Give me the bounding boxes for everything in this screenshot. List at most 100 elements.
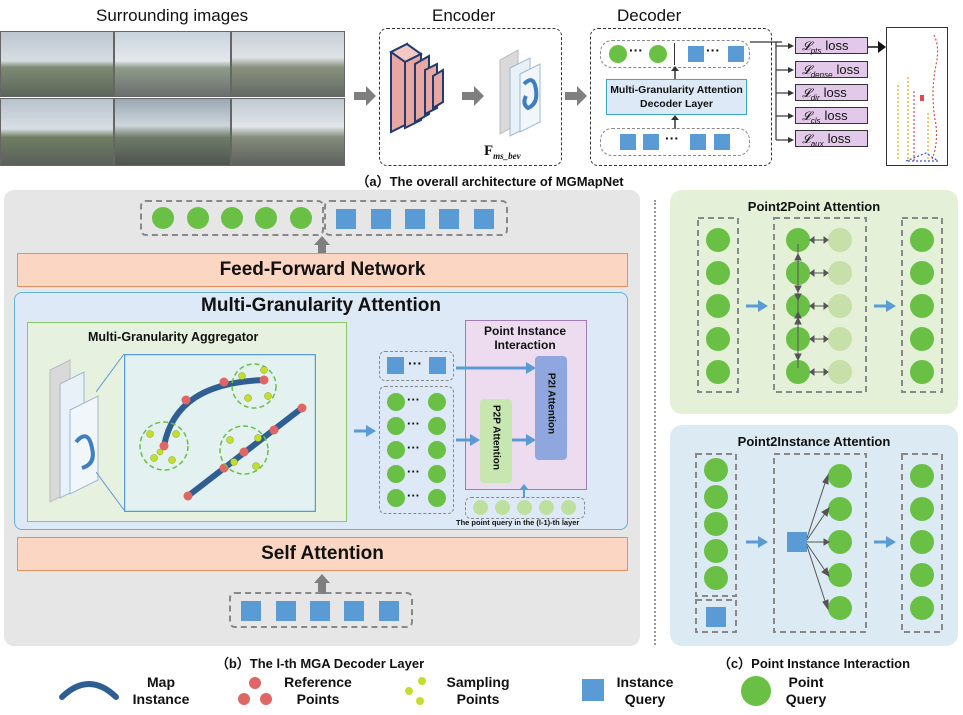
zoom-lines bbox=[96, 353, 125, 511]
point-query bbox=[649, 45, 667, 63]
ellipsis: ··· bbox=[407, 392, 420, 407]
vectorized-map-output bbox=[886, 27, 948, 166]
p2p-attention-diagram bbox=[697, 217, 943, 393]
point-query bbox=[387, 441, 405, 459]
point-query bbox=[221, 207, 243, 229]
self-attention-block: Self Attention bbox=[17, 537, 628, 571]
ellipsis: ··· bbox=[665, 130, 679, 146]
mga-point-queries bbox=[379, 386, 454, 514]
p2i-attention-block bbox=[535, 356, 567, 460]
camera-image-back-right bbox=[231, 98, 345, 166]
point-query bbox=[517, 500, 532, 515]
sampling-points-icon bbox=[405, 677, 426, 705]
arrow-instance-to-p2i bbox=[456, 362, 536, 374]
point-query bbox=[561, 500, 576, 515]
caption-b: （b）The l-th MGA Decoder Layer bbox=[215, 656, 425, 671]
instance-query bbox=[405, 209, 425, 229]
decoder-input-queries bbox=[600, 128, 750, 156]
layer-output-instance-queries bbox=[324, 200, 508, 236]
divider bbox=[674, 43, 675, 65]
bev-feature-icon bbox=[499, 49, 541, 137]
arrow-to-map-output bbox=[868, 41, 886, 53]
instance-query bbox=[728, 46, 744, 62]
instance-query bbox=[688, 46, 704, 62]
legend-label-sampling-points: Sampling Points bbox=[446, 674, 510, 707]
legend-label-map-instance: Map Instance bbox=[132, 674, 190, 707]
caption-c: （c）Point Instance Interaction bbox=[717, 656, 911, 671]
instance-query bbox=[344, 601, 364, 621]
arrow-encoder-internal bbox=[462, 86, 484, 106]
point-query bbox=[609, 45, 627, 63]
instance-query bbox=[241, 601, 261, 621]
arrow-queries-up bbox=[671, 115, 679, 129]
mga-title: Multi-Granularity Attention bbox=[201, 295, 441, 316]
point-query bbox=[428, 489, 446, 507]
point-query bbox=[428, 441, 446, 459]
point-query bbox=[152, 207, 174, 229]
camera-image-front-right bbox=[231, 31, 345, 97]
arrow-layer-up bbox=[671, 66, 679, 80]
bev-feature-stack-icon bbox=[49, 359, 99, 503]
point-query bbox=[187, 207, 209, 229]
arrow-prev-points-up bbox=[520, 484, 528, 498]
encoder-title: Encoder bbox=[432, 6, 496, 25]
loss-connectors bbox=[750, 41, 794, 143]
instance-query bbox=[714, 134, 730, 150]
point-query-circle-icon bbox=[741, 676, 771, 706]
ellipsis: ··· bbox=[629, 42, 643, 58]
encoder-box bbox=[379, 28, 562, 166]
previous-layer-note: The point query in the (l-1)-th layer bbox=[456, 518, 580, 527]
decoder-title: Decoder bbox=[617, 6, 682, 25]
point-query bbox=[387, 489, 405, 507]
legend-label-instance-query: Instance Query bbox=[616, 674, 674, 707]
surrounding-images-title: Surrounding images bbox=[96, 6, 249, 25]
p2i-panel-title: Point2Instance Attention bbox=[737, 434, 891, 449]
legend-label-reference-points: Reference Points bbox=[284, 674, 352, 707]
ellipsis: ··· bbox=[706, 42, 720, 58]
aggregator-title: Multi-Granularity Aggregator bbox=[88, 330, 259, 344]
point-query bbox=[495, 500, 510, 515]
camera-image-back bbox=[114, 98, 231, 166]
point-query bbox=[473, 500, 488, 515]
instance-query bbox=[474, 209, 494, 229]
mga-instance-queries bbox=[379, 351, 454, 381]
decoder-box bbox=[590, 28, 772, 166]
instance-query bbox=[429, 357, 446, 374]
caption-a: （a）The overall architecture of MGMapNet bbox=[356, 174, 624, 189]
point-query bbox=[428, 417, 446, 435]
point-query bbox=[428, 393, 446, 411]
instance-query bbox=[371, 209, 391, 229]
arrow-p2p-to-p2i bbox=[512, 434, 536, 446]
arrow-ffn-to-output bbox=[314, 236, 330, 256]
bev-feature-label: Fms_bev bbox=[484, 143, 521, 161]
ellipsis: ··· bbox=[407, 464, 420, 479]
instance-query bbox=[276, 601, 296, 621]
point-query bbox=[290, 207, 312, 229]
p2p-attention-block bbox=[480, 399, 512, 483]
map-instance-arc-icon bbox=[59, 681, 119, 700]
point-query bbox=[387, 417, 405, 435]
arrow-images-to-encoder bbox=[354, 86, 376, 106]
p2p-attention-label: P2P Attention bbox=[490, 404, 502, 470]
arrow-encoder-to-decoder bbox=[565, 86, 587, 106]
camera-image-front-left bbox=[0, 31, 114, 97]
instance-query bbox=[690, 134, 706, 150]
mga-decoder-layer-box: Multi-Granularity Attention Decoder Laye… bbox=[606, 79, 747, 115]
map-instance-sampling-illustration bbox=[124, 354, 316, 512]
feed-forward-network-block: Feed-Forward Network bbox=[17, 253, 628, 287]
point-query bbox=[539, 500, 554, 515]
instance-query bbox=[643, 134, 659, 150]
arrow-aggregator-to-queries bbox=[354, 425, 376, 437]
pii-title: Point Instance Interaction bbox=[483, 324, 566, 352]
instance-query bbox=[620, 134, 636, 150]
encoder-backbone-icon bbox=[389, 42, 444, 134]
layer-output-point-queries bbox=[140, 200, 324, 236]
point-query bbox=[428, 465, 446, 483]
camera-image-back-left bbox=[0, 98, 114, 166]
arrow-input-to-self-attention bbox=[314, 574, 330, 594]
